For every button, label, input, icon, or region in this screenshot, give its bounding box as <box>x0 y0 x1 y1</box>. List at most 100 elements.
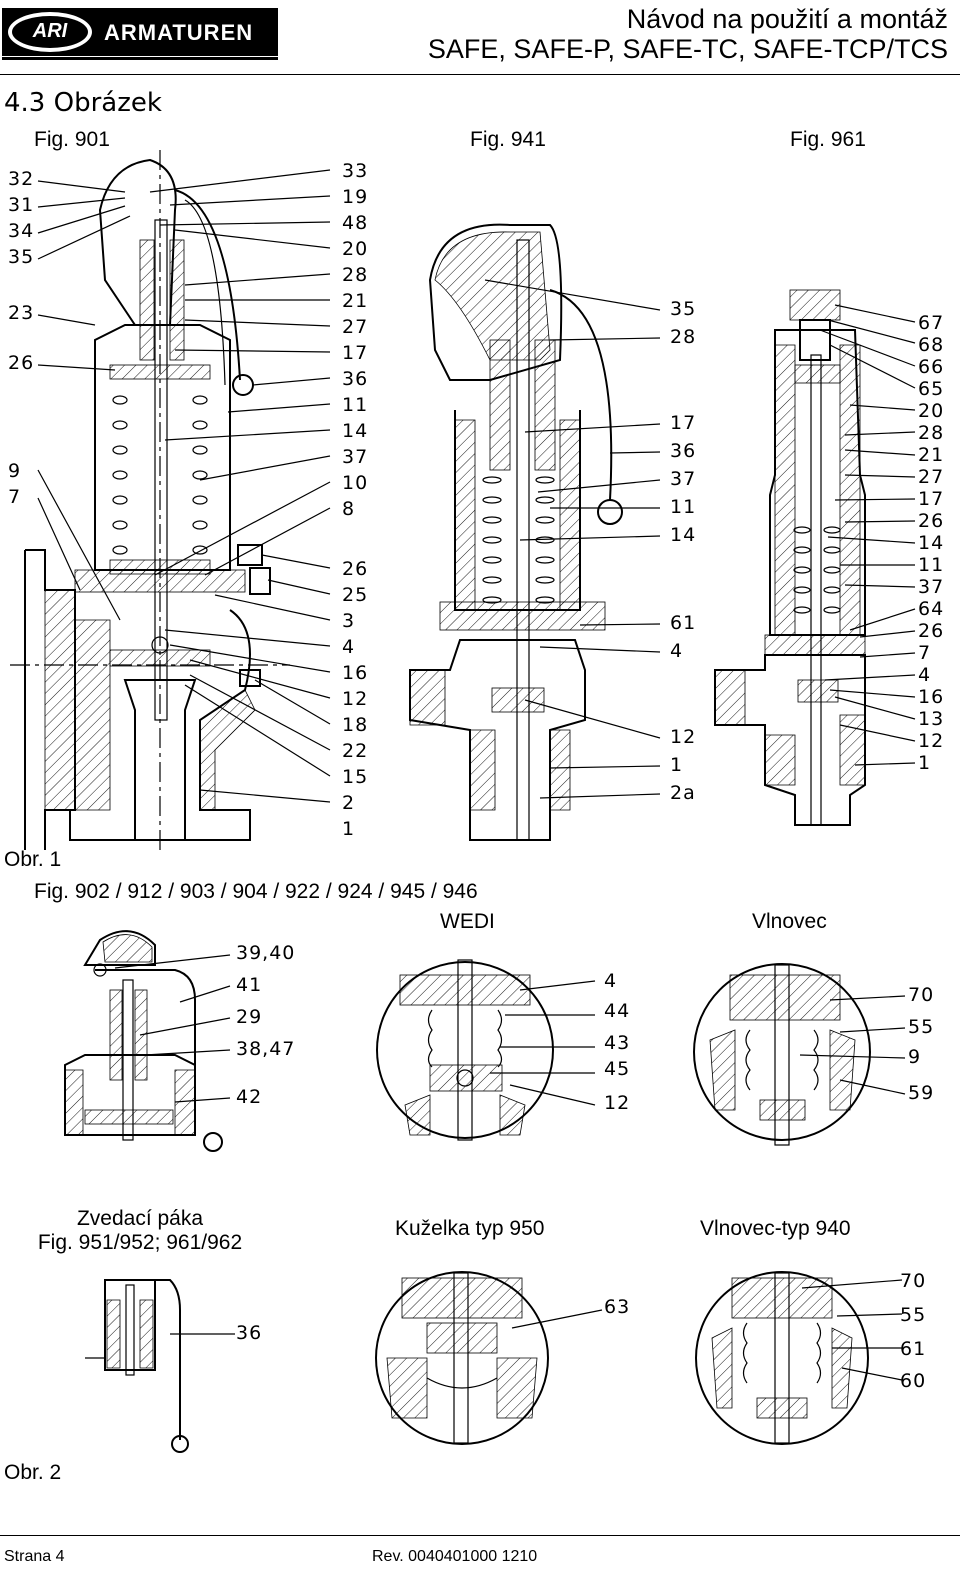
callout: 1 <box>342 818 356 840</box>
page-number: Strana 4 <box>4 1548 65 1565</box>
callout: 16 <box>342 662 369 684</box>
callout: 59 <box>908 1082 935 1104</box>
callout: 17 <box>342 342 369 364</box>
callout: 7 <box>8 486 22 508</box>
callout: 48 <box>342 212 369 234</box>
callout: 12 <box>604 1092 631 1114</box>
kuzelka-detail-drawing <box>375 1271 603 1445</box>
lift-lever-label: Zvedací páka Fig. 951/952; 961/962 <box>20 1207 260 1255</box>
callout: 11 <box>670 496 697 518</box>
vlnovec-detail-drawing <box>693 963 906 1146</box>
callout: 34 <box>8 220 35 242</box>
callout: 4 <box>342 636 356 658</box>
callout: 12 <box>670 726 697 748</box>
lift-lever-numbers: 36 <box>236 1322 276 1344</box>
callout: 18 <box>342 714 369 736</box>
callout: 37 <box>342 446 369 468</box>
callout: 67 <box>918 312 945 334</box>
callout: 26 <box>342 558 369 580</box>
header-rule <box>0 74 960 75</box>
lift-lever-label-1: Zvedací páka <box>76 1207 204 1230</box>
callout: 21 <box>918 444 945 466</box>
callout: 4 <box>604 970 618 992</box>
callout: 45 <box>604 1058 631 1080</box>
callout: 60 <box>900 1370 927 1392</box>
callout: 37 <box>670 468 697 490</box>
callout: 65 <box>918 378 945 400</box>
kuzelka-numbers: 63 <box>604 1296 644 1318</box>
callout: 26 <box>918 510 945 532</box>
callout: 12 <box>342 688 369 710</box>
callout: 2a <box>670 782 696 804</box>
figure-1-caption: Obr. 1 <box>4 848 62 871</box>
callout: 4 <box>918 664 932 686</box>
callout: 42 <box>236 1086 263 1108</box>
fig-941-drawing <box>409 223 661 841</box>
callout: 61 <box>900 1338 927 1360</box>
callout: 64 <box>918 598 945 620</box>
callout: 4 <box>670 640 684 662</box>
lever-drawing <box>64 930 231 1152</box>
callout: 9 <box>8 460 22 482</box>
callout: 68 <box>918 334 945 356</box>
callout: 28 <box>342 264 369 286</box>
callout: 41 <box>236 974 263 996</box>
callout: 25 <box>342 584 369 606</box>
callout: 66 <box>918 356 945 378</box>
fig-961-label: Fig. 961 <box>790 128 866 151</box>
callout: 36 <box>670 440 697 462</box>
callout: 28 <box>918 422 945 444</box>
callout: 36 <box>236 1322 263 1344</box>
callout: 13 <box>918 708 945 730</box>
callout: 8 <box>342 498 356 520</box>
callout: 44 <box>604 1000 631 1022</box>
callout: 14 <box>918 532 945 554</box>
callout: 37 <box>918 576 945 598</box>
callout: 35 <box>8 246 35 268</box>
document-title: Návod na použití a montáž SAFE, SAFE-P, … <box>428 4 948 64</box>
callout: 11 <box>342 394 369 416</box>
vlnovec-label: Vlnovec <box>752 910 827 933</box>
callout: 33 <box>342 160 369 182</box>
callout: 55 <box>900 1304 927 1326</box>
callout: 16 <box>918 686 945 708</box>
footer-rule <box>0 1535 960 1536</box>
callout: 27 <box>342 316 369 338</box>
callout: 14 <box>342 420 369 442</box>
title-line-2: SAFE, SAFE-P, SAFE-TC, SAFE-TCP/TCS <box>427 34 948 64</box>
callout: 63 <box>604 1296 631 1318</box>
callout: 32 <box>8 168 35 190</box>
callout: 55 <box>908 1016 935 1038</box>
callout: 12 <box>918 730 945 752</box>
callout: 27 <box>918 466 945 488</box>
callout: 23 <box>8 302 35 324</box>
kuzelka-label: Kuželka typ 950 <box>395 1217 545 1240</box>
fig-901-drawing <box>10 150 331 850</box>
callout: 1 <box>670 754 684 776</box>
logo-oval: ARI <box>8 12 92 52</box>
callout: 7 <box>918 642 932 664</box>
callout: 26 <box>918 620 945 642</box>
section-title: 4.3 Obrázek <box>4 88 162 118</box>
revision: Rev. 0040401000 1210 <box>372 1548 538 1565</box>
callout: 36 <box>342 368 369 390</box>
lift-lever-label-2: Fig. 951/952; 961/962 <box>37 1231 243 1254</box>
callout: 17 <box>670 412 697 434</box>
callout: 9 <box>908 1046 922 1068</box>
callout: 39,40 <box>236 942 296 964</box>
vlnovec940-detail-drawing <box>695 1271 903 1445</box>
fig-961-drawing <box>714 289 916 826</box>
callout: 61 <box>670 612 697 634</box>
vlnovec940-label: Vlnovec-typ 940 <box>700 1217 851 1240</box>
callout: 1 <box>918 752 932 774</box>
figure-2-row1-title: Fig. 902 / 912 / 903 / 904 / 922 / 924 /… <box>34 880 478 903</box>
figure-2-caption: Obr. 2 <box>4 1461 62 1484</box>
callout: 11 <box>918 554 945 576</box>
callout: 10 <box>342 472 369 494</box>
logo-ari-text: ARI <box>32 20 68 42</box>
callout: 17 <box>918 488 945 510</box>
callout: 20 <box>918 400 945 422</box>
callout: 43 <box>604 1032 631 1054</box>
callout: 19 <box>342 186 369 208</box>
wedi-detail-drawing <box>376 959 596 1141</box>
